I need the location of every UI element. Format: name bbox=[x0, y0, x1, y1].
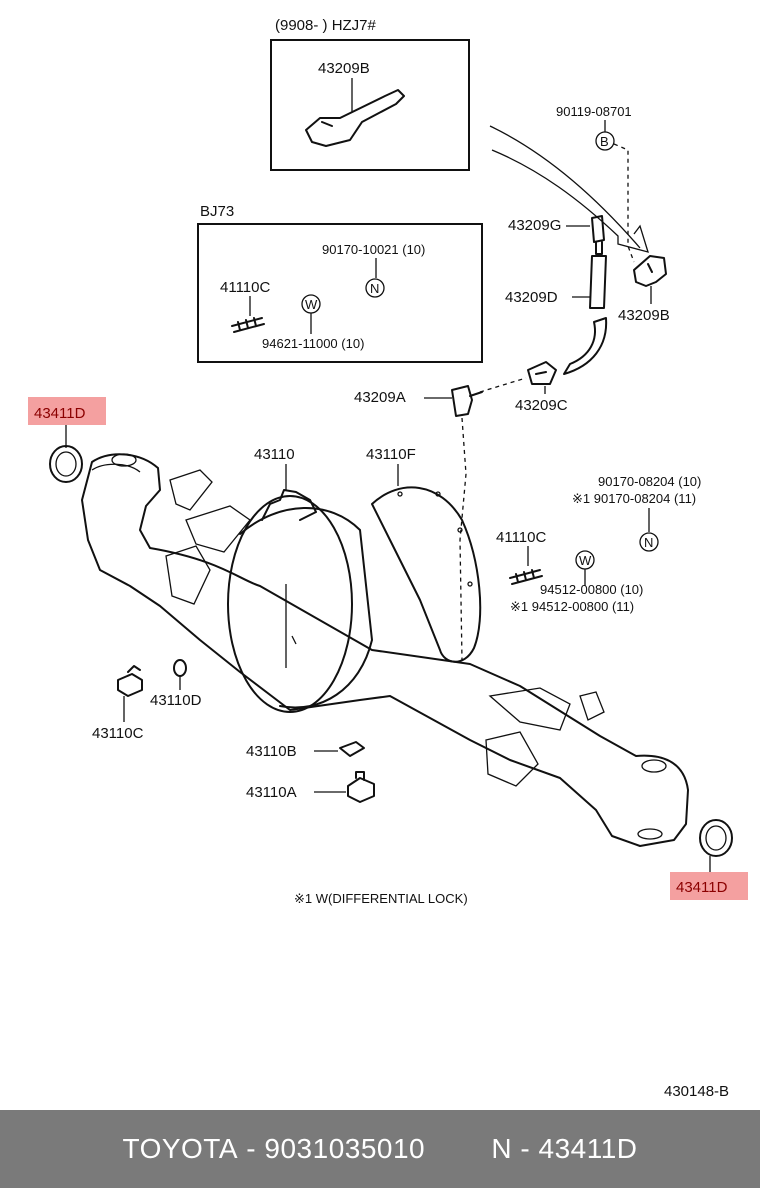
diagram-code: 430148-B bbox=[664, 1083, 729, 1100]
axle-housing bbox=[81, 453, 689, 847]
label-43209g[interactable]: 43209G bbox=[508, 217, 561, 234]
oil-seal-right bbox=[699, 819, 733, 857]
label-43209d[interactable]: 43209D bbox=[505, 289, 558, 306]
label-41110c-box[interactable]: 41110C bbox=[220, 279, 270, 296]
brand-name: TOYOTA bbox=[122, 1133, 239, 1164]
label-90119-08701[interactable]: 90119-08701 bbox=[556, 104, 632, 119]
label-43209b[interactable]: 43209B bbox=[618, 307, 670, 324]
plug-43110c bbox=[117, 665, 143, 697]
frame-arrow bbox=[489, 125, 649, 253]
union-43209a bbox=[451, 385, 483, 417]
label-43209c[interactable]: 43209C bbox=[515, 397, 568, 414]
gasket-43110f bbox=[371, 486, 482, 663]
label-43209b-box[interactable]: 43209B bbox=[318, 60, 370, 77]
label-94621-11000[interactable]: 94621-11000 (10) bbox=[262, 336, 364, 351]
clip-43209c bbox=[527, 361, 557, 385]
spacer bbox=[425, 1133, 491, 1165]
label-43110a[interactable]: 43110A bbox=[246, 784, 297, 801]
union-43209g bbox=[591, 215, 605, 255]
label-43110c[interactable]: 43110C bbox=[92, 725, 144, 742]
oil-seal-left bbox=[49, 445, 83, 483]
label-90170-08204-11[interactable]: ※1 90170-08204 (11) bbox=[572, 491, 696, 506]
pipe-43209d bbox=[589, 255, 607, 309]
label-90170-08204-10[interactable]: 90170-08204 (10) bbox=[598, 474, 701, 489]
ref-prefix: N bbox=[491, 1133, 513, 1164]
label-43411d-right[interactable]: 43411D bbox=[676, 879, 728, 896]
label-43209a[interactable]: 43209A bbox=[354, 389, 406, 406]
bj73-header: BJ73 bbox=[200, 203, 234, 220]
label-43110[interactable]: 43110 bbox=[254, 446, 295, 463]
separator-2: - bbox=[512, 1133, 539, 1164]
footnote: ※1 W(DIFFERENTIAL LOCK) bbox=[294, 891, 468, 906]
label-43411d-left[interactable]: 43411D bbox=[34, 405, 86, 422]
highlight-left-bg bbox=[28, 397, 106, 425]
label-90170-10021[interactable]: 90170-10021 (10) bbox=[322, 242, 425, 257]
differential-carrier-43110 bbox=[227, 495, 353, 713]
w-symbol-box: W bbox=[305, 297, 318, 312]
label-43110d[interactable]: 43110D bbox=[150, 692, 202, 709]
hose-43209 bbox=[563, 317, 608, 375]
label-41110c[interactable]: 41110C bbox=[496, 529, 546, 546]
ref-item: 43411D bbox=[538, 1133, 638, 1164]
washer-43110b bbox=[339, 741, 365, 757]
nut-43110a bbox=[347, 771, 375, 803]
n-symbol: N bbox=[644, 535, 653, 550]
hzj7-box bbox=[270, 39, 470, 171]
label-94512-00800-10[interactable]: 94512-00800 (10) bbox=[540, 582, 643, 597]
gasket-43110d bbox=[173, 659, 187, 677]
bracket-43209b bbox=[633, 255, 667, 287]
highlight-right-bg bbox=[670, 872, 748, 900]
part-number: 9031035010 bbox=[264, 1133, 426, 1164]
hzj7-box-header: (9908- ) HZJ7# bbox=[275, 17, 377, 34]
stud-41110c-box bbox=[231, 317, 265, 333]
stud-41110c bbox=[509, 569, 543, 585]
bracket-43209b-box bbox=[305, 89, 405, 147]
bj73-box bbox=[197, 223, 483, 363]
label-94512-00800-11[interactable]: ※1 94512-00800 (11) bbox=[510, 599, 634, 614]
label-43110f[interactable]: 43110F bbox=[366, 446, 416, 463]
w-symbol: W bbox=[579, 553, 592, 568]
n-symbol-box: N bbox=[370, 281, 379, 296]
label-43110b[interactable]: 43110B bbox=[246, 743, 297, 760]
b-symbol: B bbox=[600, 134, 609, 149]
axle-parts-diagram: (9908- ) HZJ7# 43209B BJ73 90170-10021 (… bbox=[28, 17, 748, 1100]
part-footer-bar: TOYOTA - 9031035010 N - 43411D bbox=[0, 1110, 760, 1188]
separator: - bbox=[238, 1133, 265, 1164]
